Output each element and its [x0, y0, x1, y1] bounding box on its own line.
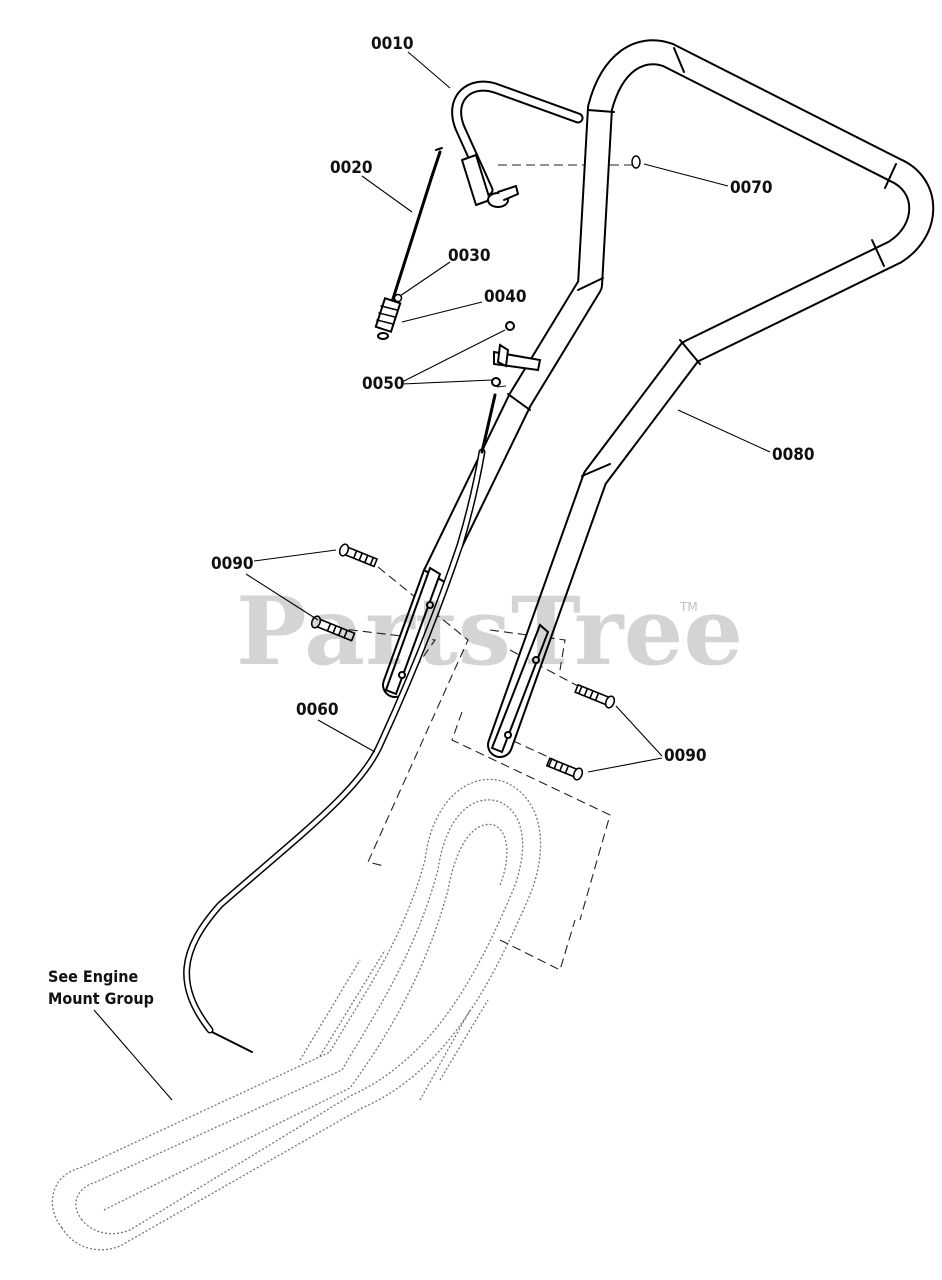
callout-0020: 0020 — [330, 158, 373, 178]
callout-0040: 0040 — [484, 287, 527, 307]
callout-0070: 0070 — [730, 178, 773, 198]
throttle-cable — [183, 393, 497, 1053]
engine-mount-outline — [51, 778, 542, 1251]
leader-lines — [93, 51, 771, 1101]
callout-0090-right: 0090 — [664, 746, 707, 766]
callout-0060: 0060 — [296, 700, 339, 720]
callout-0010: 0010 — [371, 34, 414, 54]
control-rod — [374, 147, 443, 340]
callout-0080: 0080 — [772, 445, 815, 465]
handle-tube — [382, 39, 935, 758]
bolts — [310, 543, 616, 781]
engine-mount-note: See Engine Mount Group — [48, 967, 154, 1008]
control-lever — [451, 80, 584, 208]
watermark-text: PartsTree — [236, 577, 744, 687]
trademark-mark: TM — [680, 600, 698, 614]
callout-0090-left: 0090 — [211, 554, 254, 574]
handle-plates — [384, 566, 550, 754]
cable-clip — [491, 321, 542, 387]
pin — [631, 155, 641, 169]
callout-0030: 0030 — [448, 246, 491, 266]
callout-0050: 0050 — [362, 374, 405, 394]
